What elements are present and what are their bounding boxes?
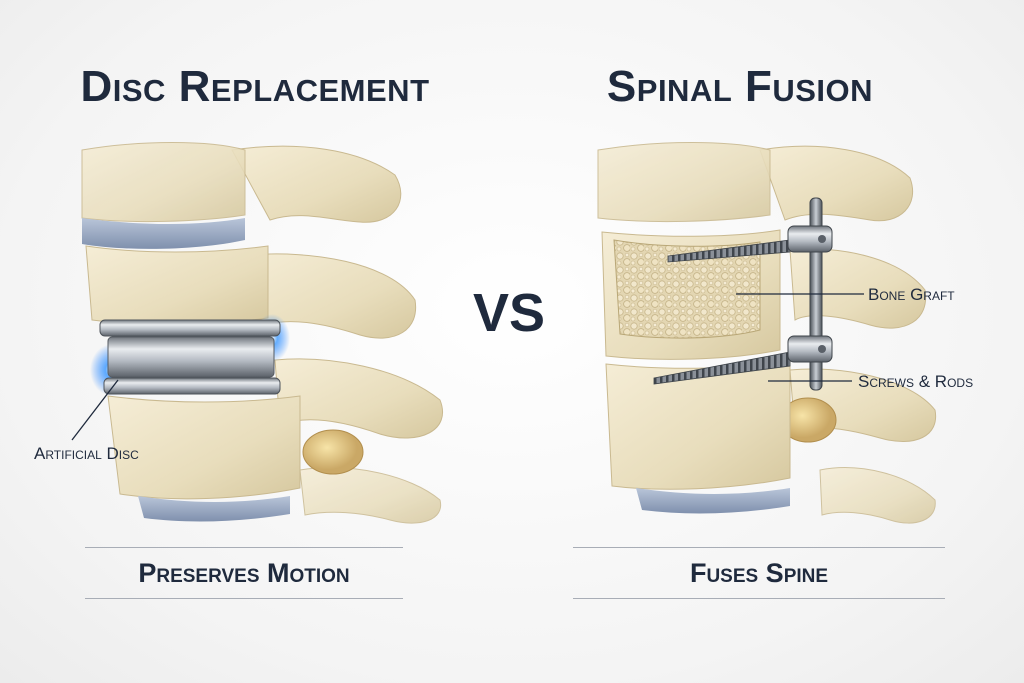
spinous-process-bottom [299,467,442,524]
upper-screw-head [787,225,833,253]
lower-screw [653,351,791,385]
implant-core [107,336,275,378]
right-spine [597,142,937,524]
lower-set-screw [818,345,826,353]
divider-left-top [85,547,403,548]
label-screws-rods: Screws & Rods [858,372,974,391]
spinous-process-top [231,145,402,223]
caption-fuses-spine: Fuses Spine [689,558,829,588]
divider-right-top [573,547,945,548]
spinous-process-top [759,145,914,222]
disc-bottom [636,488,790,514]
implant-top-plate [99,319,281,337]
label-bone-graft: Bone Graft [868,285,955,304]
vertebra-upper [85,245,269,325]
label-artificial-disc: Artificial Disc [34,444,139,463]
lower-screw-head [787,335,833,363]
upper-screw [667,239,791,263]
left-spine [71,142,443,524]
title-spinal-fusion: Spinal Fusion [606,62,874,111]
artificial-disc-leader-line [71,379,119,441]
caption-preserves-motion: Preserves Motion [138,558,350,588]
spinous-process-bottom [819,467,936,524]
artificial-disc-implant [90,314,290,396]
vertebra-lower [605,361,791,490]
title-disc-replacement: Disc Replacement [80,62,430,111]
vertebra-top [81,142,246,223]
implant-bottom-plate [103,377,281,395]
vertebra-top [597,142,771,223]
screws-and-rods [653,197,833,391]
vertebra-lower [107,395,301,500]
disc-top [82,218,245,249]
bone-graft [613,239,761,339]
spinous-process-mid [249,253,417,339]
spinous-process-low [274,358,443,439]
divider-left-bottom [85,598,403,599]
vs-label: VS [472,283,546,343]
spinous-process-mid [789,248,927,329]
divider-right-bottom [573,598,945,599]
nerve-root [302,429,364,475]
disc-bottom [138,496,290,522]
upper-set-screw [818,235,826,243]
